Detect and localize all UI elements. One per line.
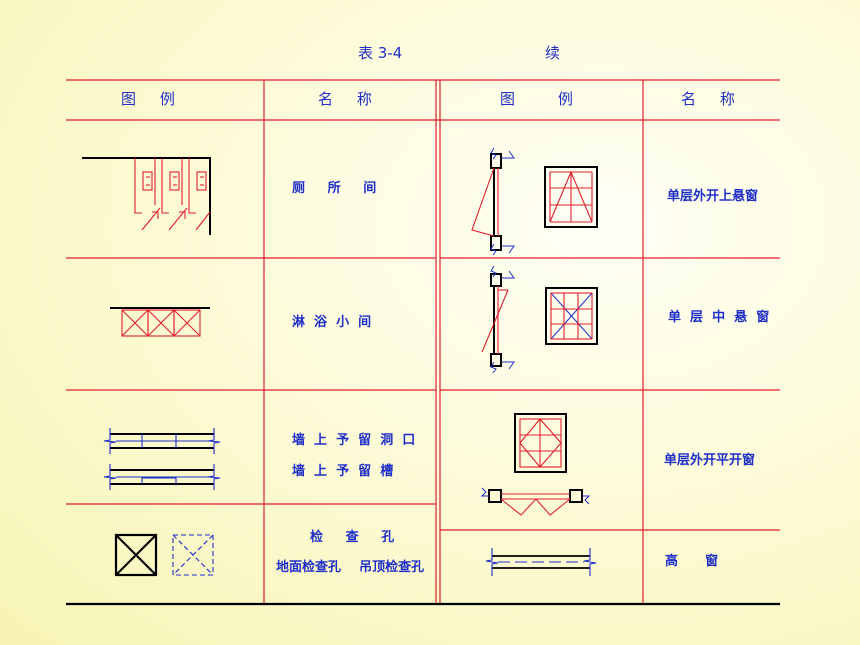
table-grid bbox=[66, 79, 780, 603]
name-casement-window: 单层外开平开窗 bbox=[664, 453, 756, 468]
table-continued-label: 续 bbox=[545, 44, 561, 62]
name-floor-ceiling-inspection: 地面检查孔 吊顶检查孔 bbox=[276, 560, 425, 575]
name-high-window: 高 窗 bbox=[665, 554, 719, 569]
name-shower-stall: 淋 浴 小 间 bbox=[292, 315, 372, 330]
name-wall-reserved-groove: 墙 上 予 留 槽 bbox=[292, 464, 394, 479]
casement-window-symbol bbox=[480, 413, 591, 516]
top-hung-window-symbol bbox=[471, 147, 598, 256]
header-name-right: 名 称 bbox=[681, 90, 735, 108]
high-window-symbol bbox=[485, 548, 597, 576]
table-number: 表 3-4 bbox=[358, 44, 403, 62]
toilet-room-symbol bbox=[82, 157, 211, 235]
name-wall-reserved-hole: 墙 上 予 留 洞 口 bbox=[292, 433, 416, 448]
header-legend-right: 图 例 bbox=[500, 90, 573, 108]
shower-stall-symbol bbox=[110, 307, 210, 337]
header-legend-left: 图 例 bbox=[121, 90, 175, 108]
inspection-hole-symbol bbox=[114, 533, 214, 577]
name-toilet-room: 厕 所 间 bbox=[292, 181, 377, 196]
name-center-pivot-window: 单 层 中 悬 窗 bbox=[668, 310, 770, 325]
header-name-left: 名 称 bbox=[318, 90, 372, 108]
center-pivot-window-symbol bbox=[481, 265, 598, 374]
wall-reserved-hole-symbol bbox=[103, 428, 221, 490]
name-top-hung-window: 单层外开上悬窗 bbox=[667, 189, 759, 204]
name-inspection-hole: 检 查 孔 bbox=[310, 530, 395, 545]
